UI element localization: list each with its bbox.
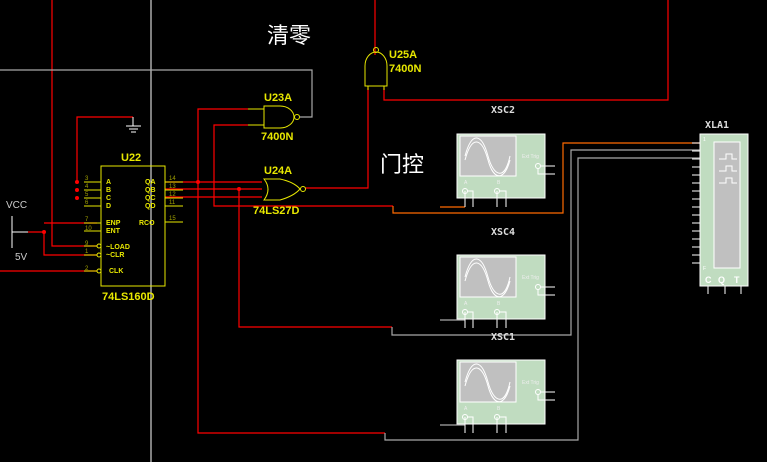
wire-qc-branch <box>213 124 393 207</box>
svg-text:~LOAD: ~LOAD <box>106 244 130 251</box>
wire-qa-branch <box>197 108 385 434</box>
counter-u22[interactable]: U22 74LS160D 3 4 5 6 7 10 9 1 2 14 13 12 11 15… <box>84 152 183 303</box>
svg-text:13: 13 <box>169 184 176 190</box>
wire-u23-out <box>0 69 313 118</box>
svg-text:F: F <box>703 266 706 272</box>
gate-u25a[interactable]: U25A 7400N <box>364 47 421 91</box>
wire-u24-out <box>305 88 369 189</box>
svg-text:10: 10 <box>85 226 92 232</box>
svg-text:A: A <box>464 406 468 412</box>
vcc-value: 5V <box>15 252 28 263</box>
oscilloscope-xsc2[interactable]: XSC2 Ext Trig A B <box>456 105 555 207</box>
scope-ref: XSC1 <box>491 332 515 343</box>
u25a-part: 7400N <box>389 63 421 75</box>
svg-text:A: A <box>464 301 468 307</box>
ext-trig-label: Ext Trig <box>522 275 539 281</box>
wire-xla-2 <box>391 149 700 336</box>
gate-u24a[interactable]: U24A 74LS27D <box>253 165 306 217</box>
svg-text:15: 15 <box>169 216 176 222</box>
logic-analyzer-xla1[interactable]: XLA1 1 F C Q T <box>692 120 749 294</box>
wire-xla-3 <box>384 157 700 441</box>
u23a-ref: U23A <box>264 92 292 104</box>
svg-text:4: 4 <box>85 184 89 190</box>
svg-text:C: C <box>705 275 712 285</box>
svg-text:QC: QC <box>145 195 156 202</box>
ext-trig-label: Ext Trig <box>522 154 539 160</box>
junctions <box>42 180 241 234</box>
svg-text:6: 6 <box>85 200 89 206</box>
svg-text:QD: QD <box>145 203 156 210</box>
wires[interactable] <box>0 0 700 441</box>
svg-text:9: 9 <box>85 241 89 247</box>
svg-text:C: C <box>106 195 111 202</box>
ext-trig-label: Ext Trig <box>522 380 539 386</box>
wire-u25-out <box>383 0 669 101</box>
svg-text:B: B <box>497 301 501 307</box>
svg-text:12: 12 <box>169 192 176 198</box>
oscilloscope-xsc1[interactable]: XSC1 Ext Trig A B <box>456 332 555 433</box>
wire-vcc <box>28 231 97 256</box>
svg-text:2: 2 <box>85 266 89 272</box>
u25a-ref: U25A <box>389 49 417 61</box>
counter-ref: U22 <box>121 152 141 164</box>
oscilloscope-xsc4[interactable]: XSC4 Ext Trig A B <box>456 227 555 328</box>
u24a-part: 74LS27D <box>253 205 300 217</box>
svg-text:14: 14 <box>169 176 176 182</box>
svg-text:Q: Q <box>718 275 725 285</box>
svg-text:~CLR: ~CLR <box>106 252 124 259</box>
wire-xla-1 <box>392 142 700 214</box>
scope-ref: XSC2 <box>491 105 515 116</box>
counter-part: 74LS160D <box>102 291 155 303</box>
svg-text:B: B <box>106 187 111 194</box>
annotation-gate: 门控 <box>380 153 424 178</box>
svg-text:11: 11 <box>169 200 176 206</box>
wire-qb-branch <box>238 189 392 328</box>
u24a-ref: U24A <box>264 165 292 177</box>
svg-text:7: 7 <box>85 217 89 223</box>
annotation-clear: 清零 <box>267 24 311 49</box>
svg-text:A: A <box>106 179 111 186</box>
svg-text:QA: QA <box>145 179 156 186</box>
svg-text:1: 1 <box>703 137 706 143</box>
svg-text:A: A <box>464 180 468 186</box>
xla1-ref: XLA1 <box>705 120 729 131</box>
svg-text:1: 1 <box>85 249 89 255</box>
wire-load <box>51 0 97 247</box>
ground-icon <box>126 117 141 133</box>
svg-text:RCO: RCO <box>139 220 155 227</box>
svg-text:3: 3 <box>85 176 89 182</box>
svg-text:ENP: ENP <box>106 220 121 227</box>
vcc-source[interactable]: VCC 5V <box>6 200 28 263</box>
svg-text:D: D <box>106 203 111 210</box>
svg-text:ENT: ENT <box>106 228 121 235</box>
wire-gnd <box>76 116 133 182</box>
svg-text:QB: QB <box>145 187 156 194</box>
svg-text:T: T <box>734 275 740 285</box>
svg-text:B: B <box>497 406 501 412</box>
svg-text:CLK: CLK <box>109 268 123 275</box>
u23a-part: 7400N <box>261 131 293 143</box>
svg-text:B: B <box>497 180 501 186</box>
svg-text:5: 5 <box>85 192 89 198</box>
gate-u23a[interactable]: U23A 7400N <box>248 92 300 143</box>
scope-ref: XSC4 <box>491 227 515 238</box>
vcc-label: VCC <box>6 200 27 211</box>
